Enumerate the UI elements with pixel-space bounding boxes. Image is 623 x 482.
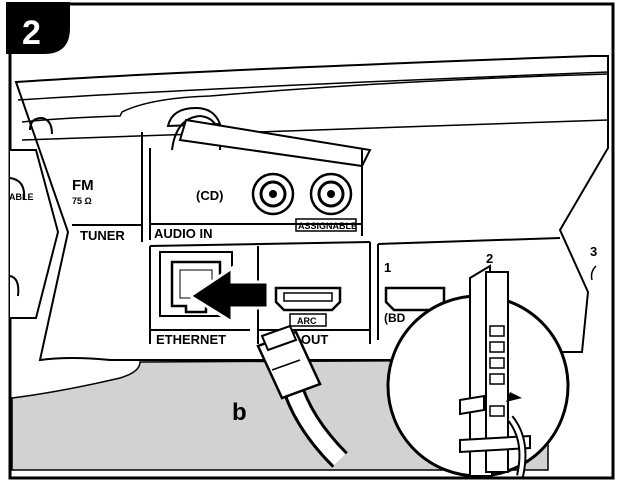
cd-label: (CD) (196, 188, 223, 203)
hdmi-in-section: 1 (BD 2 3 (377, 237, 597, 340)
rca-jack-left[interactable] (251, 172, 295, 216)
zoom-detail (386, 264, 570, 478)
step-badge (6, 2, 70, 54)
left-assignable-label: ABLE (9, 192, 34, 202)
hdmi-in-1-sub: (BD (384, 311, 406, 325)
rca-jack-right[interactable] (309, 172, 353, 216)
hdmi-in-3-label: 3 (590, 244, 597, 259)
hdmi-in-2-label: 2 (486, 251, 493, 266)
ethernet-label: ETHERNET (156, 332, 226, 347)
audio-in-section: (CD) ASSIGNABLE AUDIO IN (149, 106, 372, 241)
hdmi-in-1-label: 1 (384, 260, 391, 275)
fm-ohm-label: 75 Ω (72, 196, 92, 206)
assignable-label: ASSIGNABLE (298, 221, 357, 231)
tuner-label: TUNER (80, 228, 125, 243)
insert-arrow (187, 265, 270, 325)
audio-in-label: AUDIO IN (154, 226, 213, 241)
arc-label: ARC (297, 316, 317, 326)
callout-letter: b (232, 399, 247, 426)
step-number: 2 (22, 14, 41, 52)
fm-label: FM (72, 177, 94, 194)
tuner-section: FM 75 Ω TUNER (72, 132, 143, 243)
left-cut-section: ABLE (9, 149, 60, 319)
ethernet-cable (256, 324, 348, 468)
